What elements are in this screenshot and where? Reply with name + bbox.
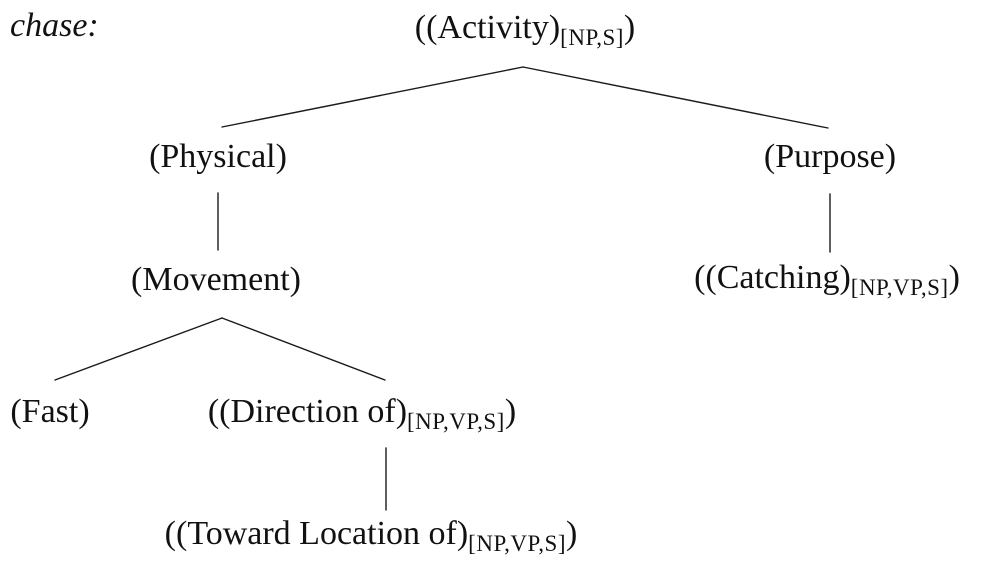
edge-movement-fast <box>54 317 223 381</box>
tree-node-activity: ((Activity)[NP,S]) <box>415 8 635 51</box>
headword-label: chase: <box>10 7 99 44</box>
node-close-paren: ) <box>623 9 636 46</box>
node-label: ((Catching) <box>694 259 851 296</box>
node-label: (Physical) <box>149 138 287 175</box>
node-label: ((Activity) <box>414 9 561 46</box>
node-label: ((Direction of) <box>207 393 408 430</box>
tree-node-catching: ((Catching)[NP,VP,S]) <box>694 258 960 301</box>
node-label: (Movement) <box>131 261 301 298</box>
edge-activity-physical <box>221 66 524 128</box>
node-close-paren: ) <box>948 259 960 296</box>
node-subscript: [NP,S] <box>560 25 624 50</box>
node-subscript: [NP,VP,S] <box>468 531 566 556</box>
tree-node-purpose: (Purpose) <box>764 137 896 176</box>
node-label: (Fast) <box>10 393 90 430</box>
node-close-paren: ) <box>504 393 517 430</box>
tree-node-fast: (Fast) <box>10 392 89 431</box>
tree-node-physical: (Physical) <box>149 137 287 176</box>
tree-node-movement: (Movement) <box>131 260 301 299</box>
node-close-paren: ) <box>566 515 578 552</box>
tree-node-toward-location: ((Toward Location of)[NP,VP,S]) <box>165 514 578 557</box>
tree-node-direction: ((Direction of)[NP,VP,S]) <box>208 392 516 435</box>
edge-movement-direction <box>221 317 386 381</box>
node-label: ((Toward Location of) <box>164 515 469 552</box>
node-label: (Purpose) <box>763 138 897 175</box>
edge-activity-purpose <box>522 66 829 129</box>
node-subscript: [NP,VP,S] <box>407 409 505 434</box>
node-subscript: [NP,VP,S] <box>850 275 949 300</box>
